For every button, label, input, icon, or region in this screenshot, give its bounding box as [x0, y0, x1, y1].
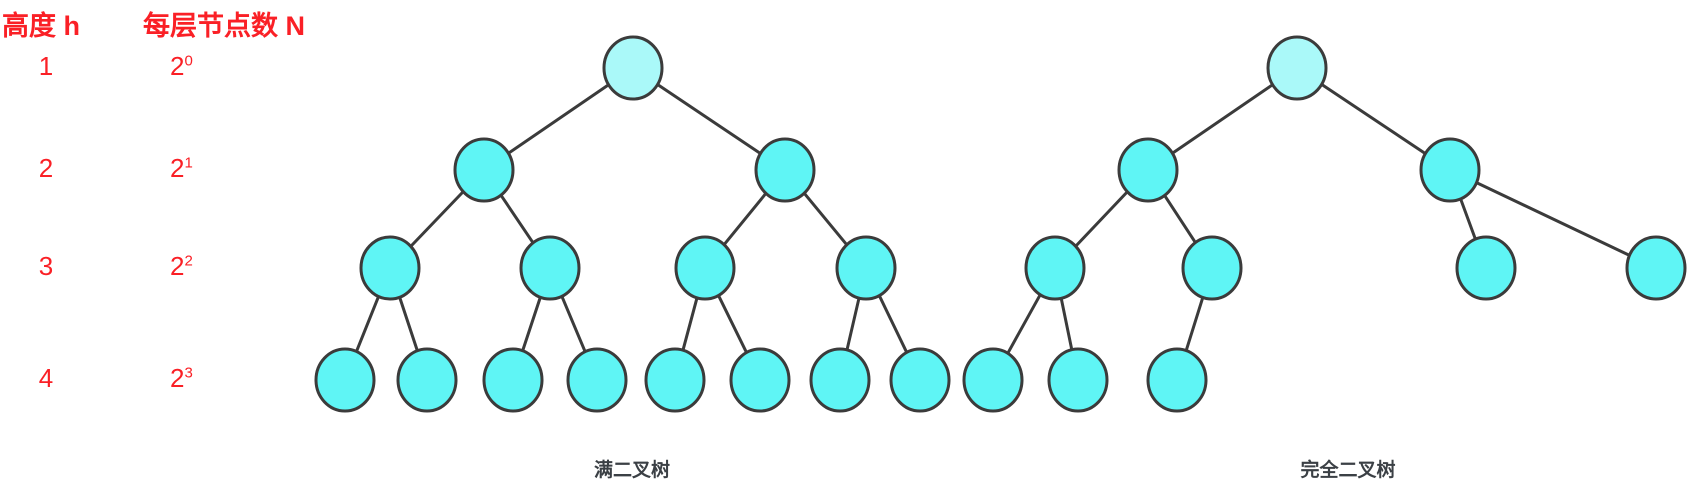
tree-edge: [1163, 193, 1197, 245]
legend-count-exponent: 3: [184, 364, 193, 382]
tree-edges-full-binary-tree: [354, 82, 909, 355]
tree-node[interactable]: [1146, 347, 1208, 413]
tree-caption-complete-binary-tree: 完全二叉树: [1300, 460, 1396, 481]
tree-edge: [1459, 197, 1477, 241]
tree-node[interactable]: [519, 235, 581, 301]
tree-node[interactable]: [482, 347, 544, 413]
tree-edge: [802, 191, 849, 247]
legend-count-base: 2: [170, 153, 185, 183]
tree-edge: [722, 191, 768, 247]
tree-edge: [521, 295, 542, 353]
legend-node-count-value-3: 22: [170, 251, 240, 282]
nodes-layer: [314, 35, 1687, 413]
legend-count-exponent: 1: [184, 154, 193, 172]
tree-node[interactable]: [566, 347, 628, 413]
tree-edge: [1184, 295, 1205, 353]
tree-node[interactable]: [396, 347, 458, 413]
tree-node[interactable]: [1181, 235, 1243, 301]
tree-edge: [354, 294, 381, 354]
tree-edge: [409, 190, 465, 248]
legend-count-exponent: 2: [184, 252, 193, 270]
tree-nodes-complete-binary-tree: [962, 35, 1687, 413]
legend-height-value-2: 2: [38, 153, 54, 183]
tree-edge: [1006, 293, 1042, 355]
tree-edge: [656, 82, 762, 156]
tree-edge: [398, 295, 419, 353]
tree-edge: [506, 83, 611, 155]
tree-edge: [1474, 181, 1632, 257]
tree-node[interactable]: [1047, 347, 1109, 413]
tree-node[interactable]: [674, 235, 736, 301]
tree-node[interactable]: [314, 347, 376, 413]
tree-node[interactable]: [889, 347, 951, 413]
tree-node[interactable]: [1024, 235, 1086, 301]
tree-edge: [1059, 296, 1074, 352]
tree-edge: [1074, 190, 1129, 248]
tree-node[interactable]: [359, 235, 421, 301]
edges-layer: [354, 82, 1632, 355]
tree-edge: [1320, 82, 1427, 156]
tree-edge: [560, 294, 587, 354]
tree-node-root[interactable]: [1266, 35, 1328, 101]
tree-edge: [845, 296, 861, 352]
legend-count-exponent: 0: [184, 52, 193, 70]
legend-count-base: 2: [170, 51, 185, 81]
legend-count-base: 2: [170, 251, 185, 281]
legend-height-value-3: 3: [38, 251, 54, 281]
tree-edge: [716, 293, 749, 355]
tree-caption-full-binary-tree: 满二叉树: [593, 460, 671, 481]
tree-node[interactable]: [1419, 137, 1481, 203]
legend-height-value-4: 4: [38, 363, 54, 393]
tree-edges-complete-binary-tree: [1006, 82, 1632, 355]
legend-node-count-value-4: 23: [170, 363, 240, 394]
tree-node[interactable]: [729, 347, 791, 413]
tree-node[interactable]: [453, 137, 515, 203]
tree-node[interactable]: [754, 137, 816, 203]
tree-node[interactable]: [835, 235, 897, 301]
tree-nodes-full-binary-tree: [314, 35, 951, 413]
legend-header-node-count: 每层节点数 N: [143, 11, 305, 41]
tree-edge: [1170, 83, 1275, 155]
tree-edge: [499, 193, 535, 245]
legend-count-base: 2: [170, 363, 185, 393]
tree-node[interactable]: [809, 347, 871, 413]
tree-node[interactable]: [1625, 235, 1687, 301]
tree-edge: [877, 294, 909, 354]
legend-height-value-1: 1: [38, 51, 54, 81]
legend-node-count-value-1: 20: [170, 51, 240, 82]
tree-node[interactable]: [1455, 235, 1517, 301]
tree-node-root[interactable]: [602, 35, 664, 101]
tree-edge: [681, 296, 699, 352]
legend-node-count-value-2: 21: [170, 153, 240, 184]
legend-header-height: 高度 h: [2, 11, 80, 41]
tree-node[interactable]: [962, 347, 1024, 413]
tree-node[interactable]: [1117, 137, 1179, 203]
tree-node[interactable]: [644, 347, 706, 413]
